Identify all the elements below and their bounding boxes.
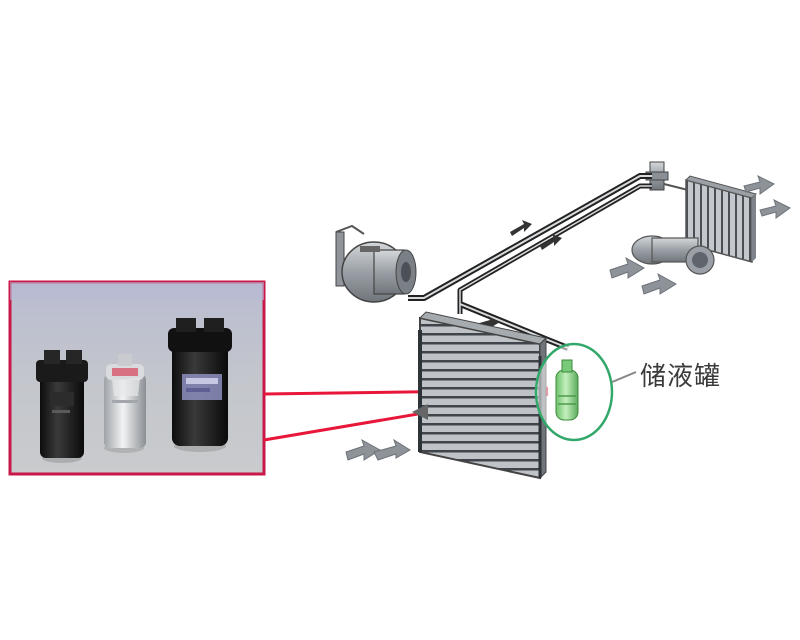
blower-fan: [631, 235, 715, 275]
expansion-valve: [645, 161, 689, 191]
large-black-filter-drier-photo: [168, 318, 232, 452]
airflow-arrows: [345, 175, 791, 461]
receiver-drier-label: 储液罐: [640, 362, 722, 392]
receiver-drier-highlight: [534, 342, 637, 442]
evaporator: [685, 175, 757, 263]
receiver-drier: [555, 359, 579, 421]
black-filter-drier-photo: [36, 350, 88, 463]
condenser: [412, 311, 548, 480]
silver-filter-drier-photo: [104, 354, 146, 453]
callout-leader-line: [611, 371, 637, 383]
compressor: [335, 224, 417, 303]
photo-inset: [8, 280, 266, 476]
